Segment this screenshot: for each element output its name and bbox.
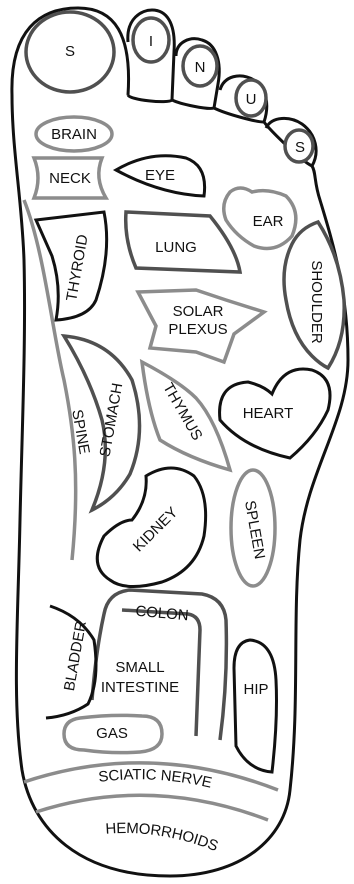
solar-plexus-label-line2: PLEXUS: [168, 321, 227, 338]
eye-label: EYE: [145, 167, 175, 184]
sciatic-nerve-text: SCIATIC NERVE: [98, 766, 214, 791]
colon-label: COLON: [135, 603, 190, 625]
spine-label: SPINE: [68, 408, 93, 455]
sciatic-nerve-line-bottom: [36, 795, 268, 820]
heart-label: HEART: [243, 405, 294, 422]
hemorrhoids-label: HEMORRHOIDS: [105, 820, 221, 855]
sinus-s1-label: S: [65, 43, 75, 60]
small-intestine-label-line2: INTESTINE: [101, 679, 179, 696]
gas-label: GAS: [96, 725, 128, 742]
sciatic-nerve-label: SCIATIC NERVE: [98, 766, 214, 791]
sinus-s2-label: S: [295, 139, 305, 156]
sinus-i-label: I: [149, 33, 153, 50]
hip-label: HIP: [243, 681, 268, 698]
lung-label: LUNG: [155, 239, 197, 256]
brain-label: BRAIN: [51, 126, 97, 143]
ear-label: EAR: [253, 213, 284, 230]
hemorrhoids-text: HEMORRHOIDS: [105, 820, 221, 855]
small-intestine-label-line1: SMALL: [115, 659, 164, 676]
neck-label: NECK: [49, 170, 91, 187]
solar-plexus-label-line1: SOLAR: [173, 303, 224, 320]
sinus-n-label: N: [195, 59, 206, 76]
shoulder-label: SHOULDER: [308, 260, 325, 344]
sinus-u-label: U: [246, 91, 257, 108]
bladder-label: BLADDER: [61, 619, 90, 692]
hip-zone: [234, 640, 277, 772]
